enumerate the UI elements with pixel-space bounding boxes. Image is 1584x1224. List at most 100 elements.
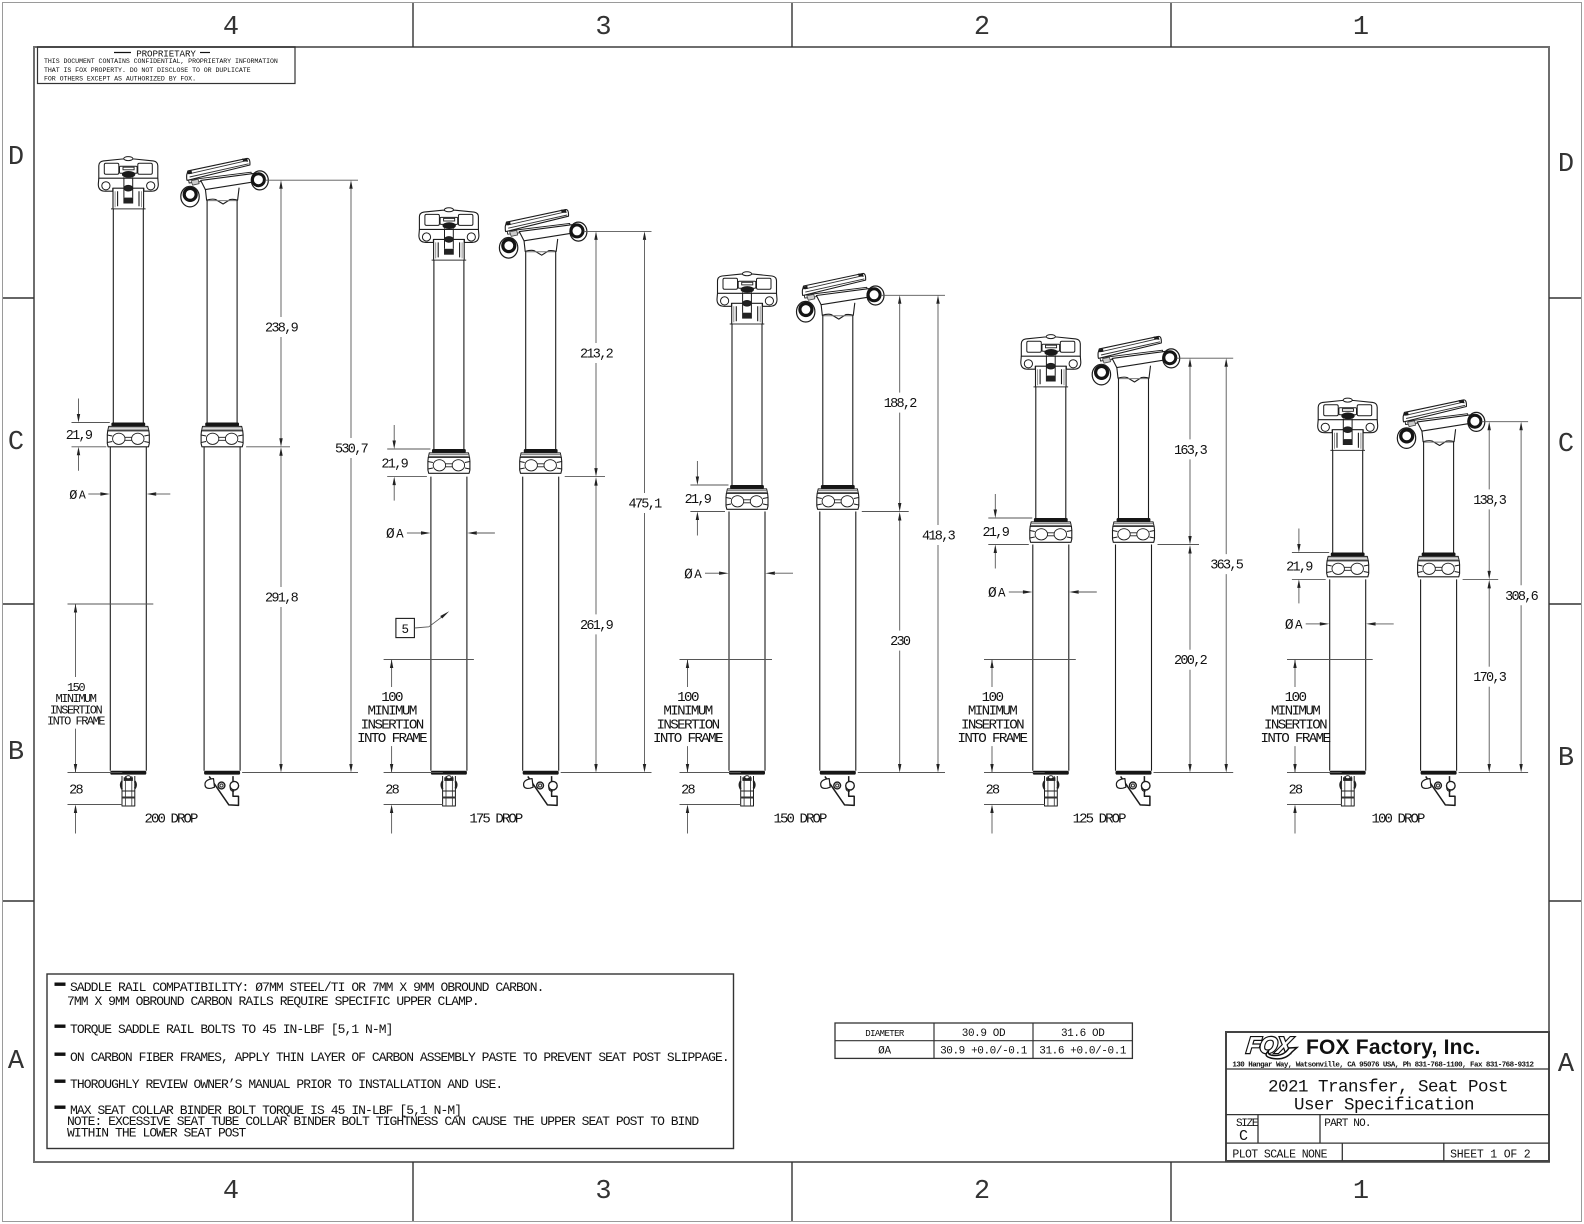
svg-text:31.6 +0.0/-0.1: 31.6 +0.0/-0.1 bbox=[1039, 1046, 1127, 1058]
svg-text:175 DROP: 175 DROP bbox=[469, 812, 523, 828]
svg-text:Ø: Ø bbox=[1285, 618, 1294, 634]
svg-text:200 DROP: 200 DROP bbox=[144, 812, 198, 828]
svg-text:THIS DOCUMENT CONTAINS CONFIDE: THIS DOCUMENT CONTAINS CONFIDENTIAL, PRO… bbox=[44, 58, 278, 65]
svg-text:MINIMUM: MINIMUM bbox=[1271, 704, 1320, 720]
svg-text:ON CARBON FIBER FRAMES, APPLY: ON CARBON FIBER FRAMES, APPLY THIN LAYER… bbox=[70, 1050, 729, 1065]
svg-text:100: 100 bbox=[1285, 690, 1307, 706]
svg-text:PART NO.: PART NO. bbox=[1324, 1118, 1370, 1130]
svg-text:100: 100 bbox=[381, 690, 403, 706]
svg-text:138,3: 138,3 bbox=[1473, 494, 1507, 509]
svg-text:PROPRIETARY: PROPRIETARY bbox=[136, 49, 196, 60]
svg-text:2021 Transfer, Seat Post: 2021 Transfer, Seat Post bbox=[1268, 1078, 1508, 1098]
svg-text:28: 28 bbox=[986, 784, 1000, 799]
svg-text:363,5: 363,5 bbox=[1210, 559, 1244, 574]
svg-text:7MM X 9MM OBROUND CARBON RAILS: 7MM X 9MM OBROUND CARBON RAILS REQUIRE S… bbox=[67, 994, 479, 1009]
svg-text:21,9: 21,9 bbox=[982, 526, 1009, 541]
svg-text:A: A bbox=[1558, 1050, 1575, 1080]
svg-text:261,9: 261,9 bbox=[580, 619, 614, 634]
svg-text:163,3: 163,3 bbox=[1174, 444, 1208, 459]
svg-text:D: D bbox=[8, 143, 24, 173]
svg-text:100: 100 bbox=[982, 690, 1004, 706]
svg-text:B: B bbox=[8, 738, 24, 768]
svg-text:SADDLE RAIL COMPATIBILITY: Ø7M: SADDLE RAIL COMPATIBILITY: Ø7MM STEEL/TI… bbox=[70, 980, 543, 995]
svg-text:C: C bbox=[1558, 430, 1574, 460]
svg-text:A: A bbox=[998, 587, 1006, 601]
svg-text:C: C bbox=[8, 428, 24, 458]
svg-text:475,1: 475,1 bbox=[628, 498, 662, 513]
svg-text:28: 28 bbox=[681, 784, 695, 799]
svg-text:21,9: 21,9 bbox=[685, 493, 712, 508]
svg-text:30.9 +0.0/-0.1: 30.9 +0.0/-0.1 bbox=[940, 1046, 1028, 1058]
svg-text:FOR OTHERS EXCEPT AS AUTHORIZE: FOR OTHERS EXCEPT AS AUTHORIZED BY FOX. bbox=[44, 76, 196, 83]
svg-text:21,9: 21,9 bbox=[1286, 561, 1313, 576]
svg-text:5: 5 bbox=[401, 623, 409, 637]
svg-text:3: 3 bbox=[595, 1177, 611, 1207]
svg-text:SHEET 1 OF 2: SHEET 1 OF 2 bbox=[1450, 1149, 1531, 1162]
svg-text:INTO FRAME: INTO FRAME bbox=[1261, 731, 1331, 747]
svg-text:Ø: Ø bbox=[988, 586, 997, 602]
svg-text:213,2: 213,2 bbox=[580, 348, 614, 363]
svg-text:MINIMUM: MINIMUM bbox=[968, 704, 1017, 720]
svg-text:FOX Factory, Inc.: FOX Factory, Inc. bbox=[1306, 1036, 1481, 1059]
svg-text:2: 2 bbox=[974, 13, 990, 43]
svg-text:188,2: 188,2 bbox=[884, 397, 918, 412]
svg-text:100: 100 bbox=[677, 690, 699, 706]
svg-text:291,8: 291,8 bbox=[265, 592, 299, 607]
svg-text:INTO FRAME: INTO FRAME bbox=[958, 731, 1028, 747]
svg-text:INSERTION: INSERTION bbox=[1264, 717, 1327, 733]
svg-text:INSERTION: INSERTION bbox=[961, 717, 1024, 733]
svg-text:Ø: Ø bbox=[684, 567, 693, 583]
svg-text:INSERTION: INSERTION bbox=[50, 703, 103, 717]
svg-text:WITHIN THE LOWER SEAT POST: WITHIN THE LOWER SEAT POST bbox=[67, 1126, 247, 1141]
svg-text:DIAMETER: DIAMETER bbox=[865, 1029, 905, 1039]
svg-text:INSERTION: INSERTION bbox=[656, 717, 719, 733]
svg-text:A: A bbox=[79, 489, 86, 502]
svg-text:125 DROP: 125 DROP bbox=[1073, 812, 1127, 828]
svg-text:B: B bbox=[1558, 744, 1574, 774]
svg-text:30.9 OD: 30.9 OD bbox=[962, 1028, 1006, 1040]
svg-text:21,9: 21,9 bbox=[66, 429, 93, 444]
svg-text:530,7: 530,7 bbox=[335, 443, 369, 458]
svg-text:D: D bbox=[1558, 150, 1574, 180]
svg-text:308,6: 308,6 bbox=[1505, 590, 1539, 605]
svg-text:28: 28 bbox=[385, 784, 399, 799]
svg-text:A: A bbox=[694, 568, 702, 582]
svg-text:21,9: 21,9 bbox=[381, 457, 408, 472]
svg-text:230: 230 bbox=[890, 635, 911, 650]
svg-text:28: 28 bbox=[1289, 784, 1303, 799]
svg-text:170,3: 170,3 bbox=[1473, 671, 1507, 686]
svg-text:PLOT SCALE NONE: PLOT SCALE NONE bbox=[1232, 1149, 1327, 1162]
svg-text:User Specification: User Specification bbox=[1294, 1096, 1474, 1116]
svg-text:150 DROP: 150 DROP bbox=[773, 812, 827, 828]
svg-text:NOTE: EXCESSIVE SEAT TUBE COLL: NOTE: EXCESSIVE SEAT TUBE COLLAR BINDER … bbox=[67, 1114, 699, 1129]
svg-text:100 DROP: 100 DROP bbox=[1371, 812, 1425, 828]
svg-text:200,2: 200,2 bbox=[1174, 654, 1208, 669]
svg-text:MINIMUM: MINIMUM bbox=[663, 704, 712, 720]
svg-text:31.6 OD: 31.6 OD bbox=[1061, 1028, 1105, 1040]
svg-text:THAT IS FOX PROPERTY. DO NOT: THAT IS FOX PROPERTY. DO NOT DISCLOSE TO… bbox=[44, 67, 251, 74]
svg-text:MAX SEAT COLLAR BINDER BOLT TO: MAX SEAT COLLAR BINDER BOLT TORQUE IS 45… bbox=[70, 1103, 461, 1118]
svg-text:Ø: Ø bbox=[69, 489, 77, 504]
svg-text:INTO FRAME: INTO FRAME bbox=[47, 715, 105, 729]
svg-text:MINIMUM: MINIMUM bbox=[367, 704, 416, 720]
svg-text:Ø: Ø bbox=[386, 527, 395, 543]
svg-text:A: A bbox=[8, 1047, 25, 1077]
svg-text:418,3: 418,3 bbox=[922, 530, 956, 545]
svg-text:4: 4 bbox=[223, 1177, 239, 1207]
svg-text:SIZE: SIZE bbox=[1236, 1118, 1259, 1130]
svg-text:1: 1 bbox=[1353, 1177, 1369, 1207]
svg-text:3: 3 bbox=[595, 13, 611, 43]
svg-text:1: 1 bbox=[1353, 13, 1369, 43]
svg-text:238,9: 238,9 bbox=[265, 322, 299, 337]
svg-text:INSERTION: INSERTION bbox=[361, 717, 424, 733]
svg-text:THOROUGHLY REVIEW OWNER’S MANU: THOROUGHLY REVIEW OWNER’S MANUAL PRIOR T… bbox=[70, 1077, 502, 1092]
svg-text:28: 28 bbox=[69, 784, 83, 799]
svg-text:C: C bbox=[1239, 1128, 1248, 1145]
svg-text:A: A bbox=[396, 528, 404, 542]
svg-text:130 Hangar Way, Watsonville, C: 130 Hangar Way, Watsonville, CA 95076 US… bbox=[1232, 1062, 1534, 1070]
svg-text:150: 150 bbox=[67, 681, 85, 695]
svg-text:ØA: ØA bbox=[878, 1046, 891, 1058]
svg-text:4: 4 bbox=[223, 13, 239, 43]
svg-text:INTO FRAME: INTO FRAME bbox=[357, 731, 427, 747]
svg-text:2: 2 bbox=[974, 1177, 990, 1207]
